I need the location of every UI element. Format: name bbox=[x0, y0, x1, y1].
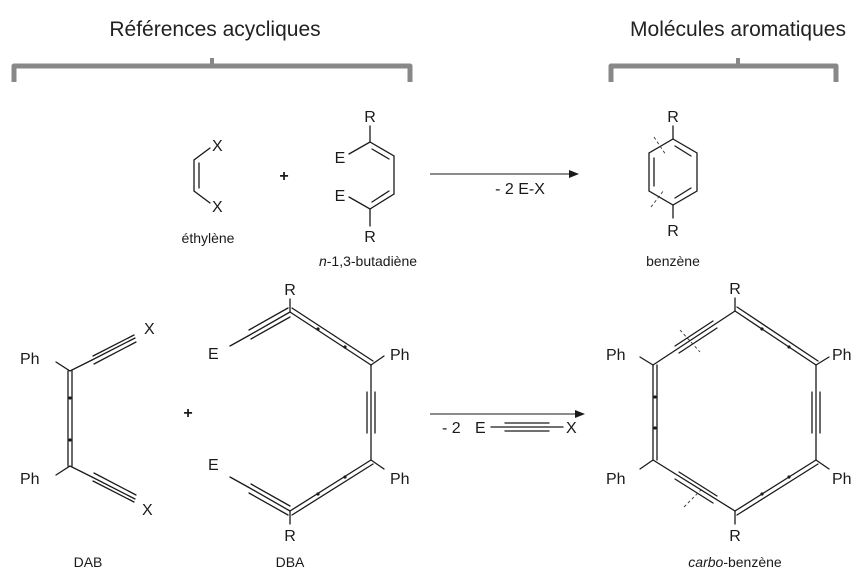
butadiene-prefix: n bbox=[319, 253, 327, 269]
atom-e: E bbox=[335, 188, 346, 205]
reagent-coefficient: - 2 bbox=[442, 420, 461, 437]
compound-name-benzene: benzène bbox=[646, 253, 700, 269]
plus-sign: + bbox=[279, 168, 288, 185]
atom-ph: Ph bbox=[606, 347, 626, 364]
atom-r: R bbox=[667, 223, 679, 240]
atom-r: R bbox=[284, 282, 296, 299]
atom-r: R bbox=[729, 528, 741, 545]
atom-r: R bbox=[729, 281, 741, 298]
atom-ph: Ph bbox=[390, 347, 410, 364]
carbo-rest: -benzène bbox=[723, 554, 782, 570]
ethylene-structure: X X bbox=[193, 138, 223, 216]
atom-e: E bbox=[335, 150, 346, 167]
reagent-label-bottom: - 2 E X bbox=[442, 420, 577, 437]
compound-name-dba: DBA bbox=[276, 554, 305, 570]
atom-ph: Ph bbox=[832, 347, 852, 364]
atom-r: R bbox=[364, 109, 376, 126]
plus-sign: + bbox=[183, 405, 192, 422]
atom-r: R bbox=[284, 528, 296, 545]
atom-e: E bbox=[208, 346, 219, 363]
compound-name-butadiene: n-1,3-butadiène bbox=[319, 253, 417, 269]
bracket-right bbox=[608, 58, 839, 82]
header-acyclic-references: Références acycliques bbox=[109, 18, 320, 41]
compound-name-dab: DAB bbox=[74, 554, 103, 570]
butadiene-rest: -1,3-butadiène bbox=[327, 253, 418, 269]
carbo-benzene-structure: R R Ph Ph Ph Ph bbox=[606, 281, 852, 545]
atom-ph: Ph bbox=[390, 471, 410, 488]
bracket-left bbox=[11, 58, 413, 82]
dba-structure: R R E E Ph Ph bbox=[208, 282, 410, 545]
reagent-label-top: - 2 E-X bbox=[495, 181, 545, 198]
dab-structure: X X Ph Ph bbox=[20, 321, 155, 519]
atom-ph: Ph bbox=[606, 471, 626, 488]
atom-x: X bbox=[212, 199, 223, 216]
benzene-structure: R R bbox=[648, 109, 698, 240]
compound-name-ethylene: éthylène bbox=[182, 230, 235, 246]
compound-name-carbo-benzene: carbo-benzène bbox=[688, 554, 782, 570]
reagent-e: E bbox=[475, 420, 486, 437]
atom-r: R bbox=[364, 229, 376, 246]
atom-ph: Ph bbox=[832, 471, 852, 488]
carbo-prefix: carbo bbox=[688, 554, 723, 570]
atom-x: X bbox=[212, 138, 223, 155]
header-aromatic-molecules: Molécules aromatiques bbox=[630, 18, 846, 41]
atom-e: E bbox=[208, 457, 219, 474]
butadiene-structure: R E E R bbox=[335, 109, 395, 246]
atom-x: X bbox=[142, 502, 153, 519]
atom-ph: Ph bbox=[20, 351, 40, 368]
atom-x: X bbox=[144, 321, 155, 338]
atom-r: R bbox=[667, 109, 679, 126]
reagent-x: X bbox=[566, 420, 577, 437]
atom-ph: Ph bbox=[20, 471, 40, 488]
